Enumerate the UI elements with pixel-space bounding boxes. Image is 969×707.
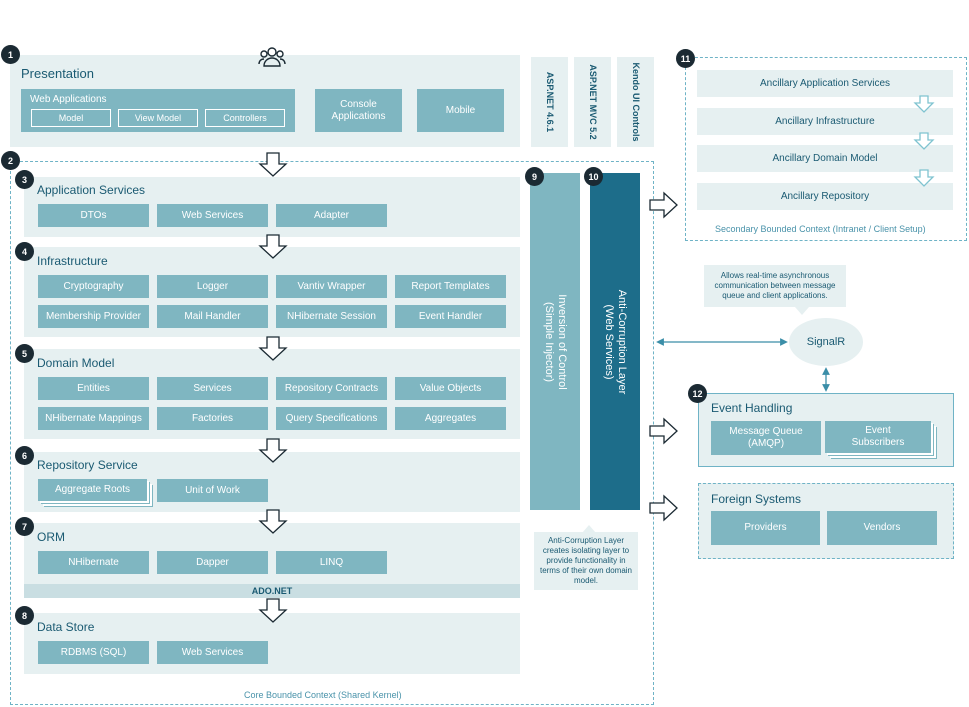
badge-1: 1 (1, 45, 20, 64)
unit-of-work-box: Unit of Work (157, 479, 268, 502)
ancillary-repository: Ancillary Repository (697, 183, 953, 210)
mobile-box: Mobile (417, 89, 504, 132)
tech-aspnet: ASP.NET 4.6.1 (531, 57, 568, 147)
down-arrow-4 (258, 438, 288, 463)
message-queue-box: Message Queue (AMQP) (711, 421, 821, 455)
providers-box: Providers (711, 511, 820, 545)
signalr-note-pointer (795, 307, 809, 315)
signalr-node: SignalR (789, 318, 863, 366)
secondary-bounded-context (685, 57, 967, 241)
down-arrow-1 (258, 152, 288, 177)
infrastructure-item: NHibernate Session (276, 305, 387, 328)
right-arrow-event (649, 417, 678, 445)
data-store-title: Data Store (37, 620, 95, 634)
secondary-caption: Secondary Bounded Context (Intranet / Cl… (715, 224, 926, 234)
infrastructure-title: Infrastructure (37, 254, 108, 268)
users-icon (258, 47, 286, 67)
model-box: Model (31, 109, 111, 127)
core-caption: Core Bounded Context (Shared Kernel) (244, 690, 402, 700)
foreign-systems-title: Foreign Systems (711, 492, 802, 506)
domain-model-item: Repository Contracts (276, 377, 387, 400)
acl-note-pointer (582, 525, 596, 533)
infrastructure-item: Event Handler (395, 305, 506, 328)
dtos-box: DTOs (38, 204, 149, 227)
down-arrow-3 (258, 336, 288, 361)
view-model-box: View Model (118, 109, 198, 127)
badge-5: 5 (15, 344, 34, 363)
right-arrow-secondary (649, 191, 678, 219)
badge-12: 12 (688, 384, 707, 403)
ioc-column: Inversion of Control(Simple Injector) (530, 173, 580, 510)
badge-2: 2 (1, 151, 20, 170)
domain-model-item: NHibernate Mappings (38, 407, 149, 430)
web-applications-title: Web Applications (30, 94, 107, 105)
infrastructure-item: Membership Provider (38, 305, 149, 328)
infrastructure-item: Report Templates (395, 275, 506, 298)
tech-kendo: Kendo UI Controls (617, 57, 654, 147)
presentation-title: Presentation (21, 66, 94, 81)
tech-aspnet-mvc: ASP.NET MVC 5.2 (574, 57, 611, 147)
badge-11: 11 (676, 49, 695, 68)
orm-title: ORM (37, 530, 65, 544)
event-handling-title: Event Handling (711, 401, 793, 415)
ancillary-domain-model: Ancillary Domain Model (697, 145, 953, 172)
ancillary-app-services: Ancillary Application Services (697, 70, 953, 97)
infrastructure-item: Vantiv Wrapper (276, 275, 387, 298)
down-arrow-2 (258, 234, 288, 259)
linq-box: LINQ (276, 551, 387, 574)
badge-9: 9 (525, 167, 544, 186)
anc-arrow-3 (913, 169, 935, 187)
badge-3: 3 (15, 170, 34, 189)
infrastructure-item: Cryptography (38, 275, 149, 298)
domain-model-item: Factories (157, 407, 268, 430)
web-applications (21, 89, 295, 132)
vendors-box: Vendors (827, 511, 937, 545)
acl-note: Anti-Corruption Layer creates isolating … (534, 532, 638, 590)
infrastructure-item: Logger (157, 275, 268, 298)
domain-model-title: Domain Model (37, 356, 115, 370)
badge-4: 4 (15, 242, 34, 261)
anc-arrow-1 (913, 95, 935, 113)
badge-8: 8 (15, 606, 34, 625)
console-applications: Console Applications (315, 89, 402, 132)
repository-title: Repository Service (37, 458, 138, 472)
badge-7: 7 (15, 517, 34, 536)
infrastructure-item: Mail Handler (157, 305, 268, 328)
domain-model-item: Aggregates (395, 407, 506, 430)
web-services-box: Web Services (157, 204, 268, 227)
dapper-box: Dapper (157, 551, 268, 574)
domain-model-item: Services (157, 377, 268, 400)
rdbms-box: RDBMS (SQL) (38, 641, 149, 664)
app-services-title: Application Services (37, 183, 146, 197)
badge-6: 6 (15, 446, 34, 465)
event-subscribers-box: Event Subscribers (825, 421, 931, 453)
controllers-box: Controllers (205, 109, 285, 127)
acl-column: Anti-Corruption Layer(Web Services) (590, 173, 640, 510)
adapter-box: Adapter (276, 204, 387, 227)
data-web-services-box: Web Services (157, 641, 268, 664)
domain-model-item: Value Objects (395, 377, 506, 400)
anc-arrow-2 (913, 132, 935, 150)
domain-model-item: Entities (38, 377, 149, 400)
domain-model-item: Query Specifications (276, 407, 387, 430)
nhibernate-box: NHibernate (38, 551, 149, 574)
aggregate-roots-box: Aggregate Roots (38, 479, 147, 501)
badge-10: 10 (584, 167, 603, 186)
down-arrow-6 (258, 598, 288, 623)
right-arrow-foreign (649, 494, 678, 522)
down-arrow-5 (258, 509, 288, 534)
ancillary-infrastructure: Ancillary Infrastructure (697, 108, 953, 135)
ado-net-bar: ADO.NET (24, 584, 520, 598)
signalr-note: Allows real-time asynchronous communicat… (704, 265, 846, 307)
